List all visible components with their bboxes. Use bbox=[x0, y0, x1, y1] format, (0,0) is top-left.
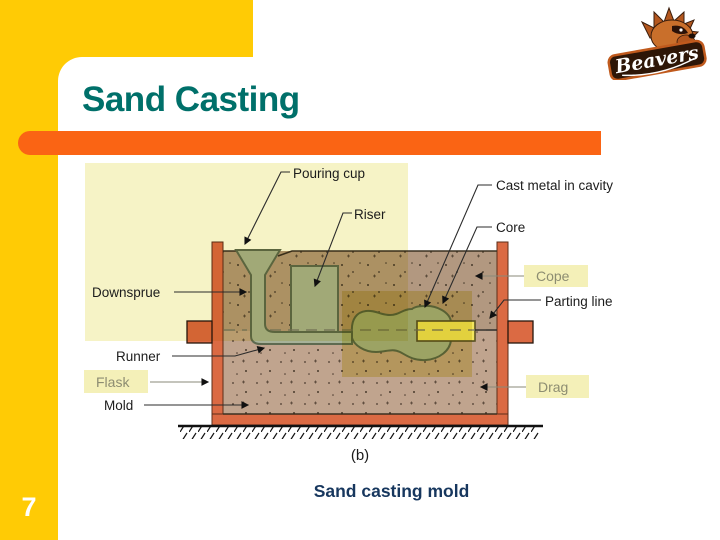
riser-leader bbox=[313, 212, 352, 288]
core-leader bbox=[442, 226, 492, 305]
highlight-rect-cavity bbox=[342, 291, 472, 377]
downsprue-label: Downsprue bbox=[92, 285, 160, 300]
flask-label-box bbox=[84, 370, 148, 393]
drag-label-box bbox=[526, 375, 589, 398]
parting-line-label: Parting line bbox=[545, 294, 613, 309]
leader-lines bbox=[144, 171, 541, 409]
pouring-cup-label: Pouring cup bbox=[293, 166, 365, 181]
riser-label: Riser bbox=[354, 207, 386, 222]
mold-label: Mold bbox=[104, 398, 133, 413]
page-number: 7 bbox=[21, 492, 37, 522]
flask-label: Flask bbox=[96, 374, 130, 390]
figure-caption: Sand casting mold bbox=[313, 481, 470, 501]
figure-label: (b) bbox=[350, 447, 370, 464]
core-label: Core bbox=[496, 220, 525, 235]
flask-pin-right bbox=[507, 320, 534, 344]
pouring-cup-leader bbox=[244, 171, 290, 246]
beavers-logo: Beavers bbox=[607, 6, 707, 80]
cope-label: Cope bbox=[536, 268, 570, 284]
cast-metal-label: Cast metal in cavity bbox=[496, 178, 613, 193]
page-title: Sand Casting bbox=[82, 80, 300, 119]
runner-label: Runner bbox=[116, 349, 161, 364]
drag-label: Drag bbox=[538, 379, 568, 395]
runner-leader bbox=[172, 346, 266, 357]
cope-label-box bbox=[524, 265, 588, 287]
ground bbox=[178, 424, 543, 439]
title-underline-bar bbox=[18, 131, 601, 155]
parting-line-leader bbox=[489, 299, 541, 319]
cast-metal-leader bbox=[424, 184, 492, 309]
